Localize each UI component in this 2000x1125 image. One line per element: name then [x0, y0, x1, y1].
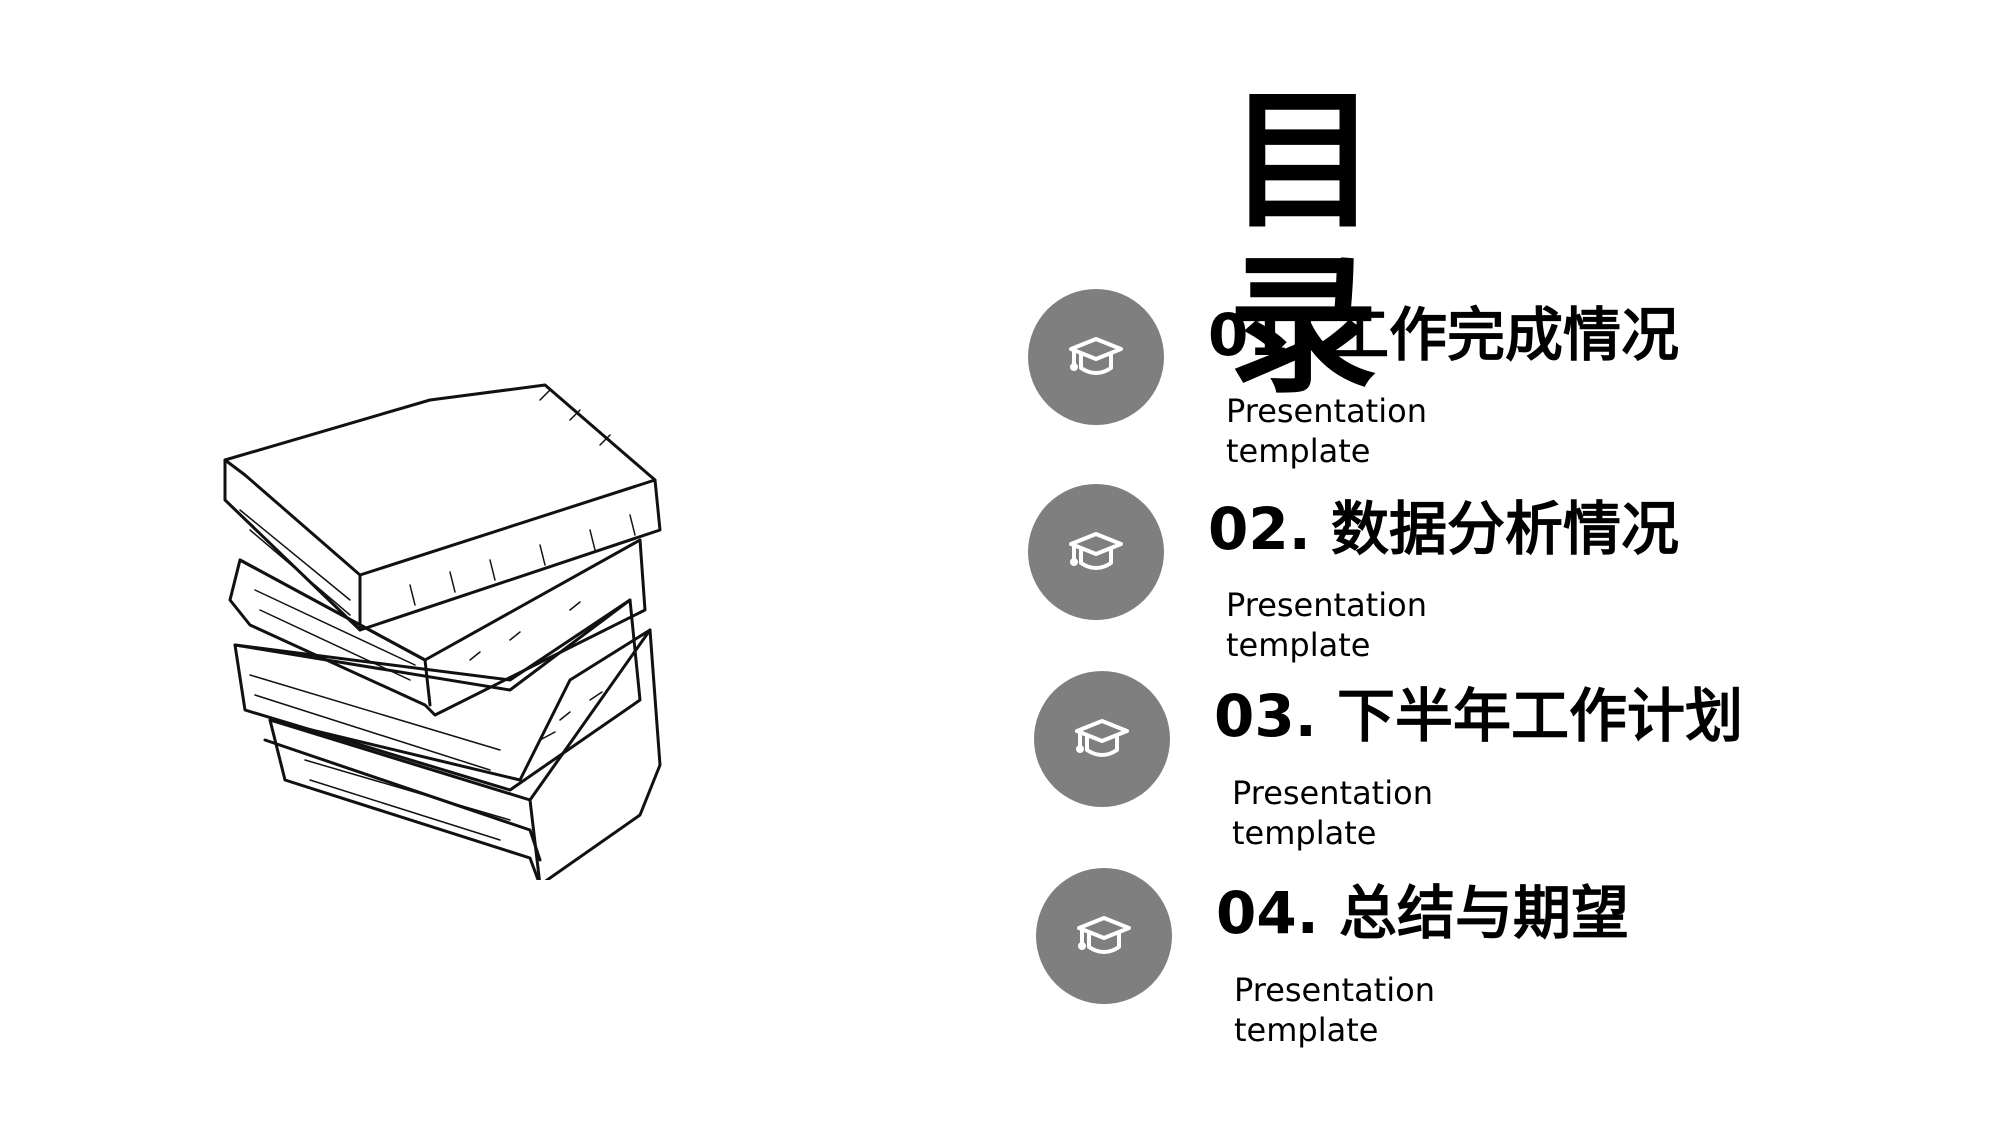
toc-item-icon-circle [1036, 868, 1172, 1004]
toc-item-subtitle: Presentation template [1226, 392, 1427, 470]
title-line-2: 录 [1228, 240, 1379, 414]
title-line-1: 目 [1228, 75, 1379, 249]
toc-item-heading: 03. 下半年工作计划 [1214, 682, 1743, 750]
graduation-cap-icon [1069, 337, 1123, 375]
toc-item-icon-circle [1028, 289, 1164, 425]
page-title: 目 录 [1228, 80, 1378, 410]
toc-item-icon-circle [1034, 671, 1170, 807]
toc-item-subtitle: Presentation template [1234, 971, 1435, 1049]
toc-item-heading: 04. 总结与期望 [1216, 879, 1629, 947]
toc-item-heading: 02. 数据分析情况 [1208, 495, 1679, 563]
toc-item-subtitle: Presentation template [1232, 774, 1433, 852]
books-stack-illustration [223, 383, 662, 880]
graduation-cap-icon [1077, 916, 1131, 954]
graduation-cap-icon [1075, 719, 1129, 757]
toc-item-subtitle: Presentation template [1226, 586, 1427, 664]
toc-item-heading: 01. 工作完成情况 [1208, 301, 1679, 369]
toc-item-icon-circle [1028, 484, 1164, 620]
graduation-cap-icon [1069, 532, 1123, 570]
